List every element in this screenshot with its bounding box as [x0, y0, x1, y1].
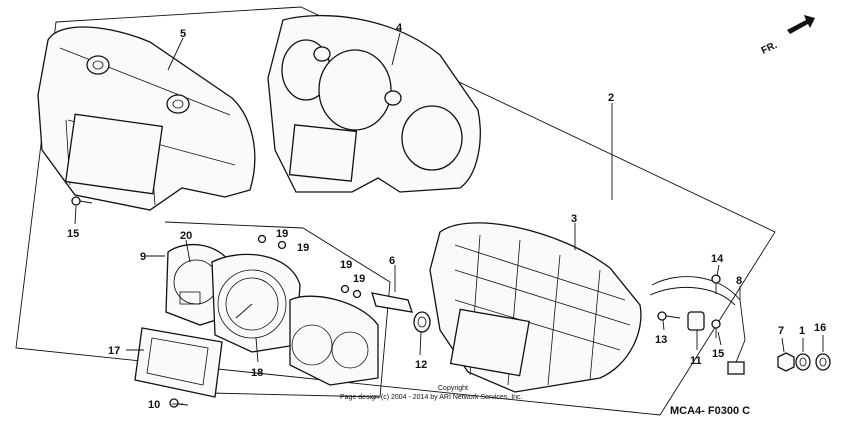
callout-7: 7 — [778, 325, 784, 337]
callout-17: 17 — [108, 345, 120, 357]
callout-2: 2 — [608, 92, 614, 104]
screw-19 — [257, 234, 362, 299]
callout-13: 13 — [655, 334, 667, 346]
part-7-nut — [777, 352, 795, 372]
callout-19-b: 19 — [297, 242, 309, 254]
direction-label: FR. — [760, 40, 779, 57]
callout-18: 18 — [251, 367, 263, 379]
callout-6: 6 — [389, 255, 395, 267]
callout-5: 5 — [180, 28, 186, 40]
screw-14 — [711, 274, 721, 294]
gauge-cluster — [289, 295, 379, 386]
diagram-code: MCA4- F0300 C — [670, 405, 750, 417]
callout-19-c: 19 — [340, 259, 352, 271]
callout-11: 11 — [690, 355, 702, 367]
front-direction-arrow-icon — [787, 15, 815, 34]
callout-15-left: 15 — [67, 228, 79, 240]
callout-16: 16 — [814, 322, 826, 334]
callout-1: 1 — [799, 325, 805, 337]
part-17-display — [134, 327, 223, 398]
callout-19-a: 19 — [276, 228, 288, 240]
callout-19-d: 19 — [353, 273, 365, 285]
callout-8: 8 — [736, 275, 742, 287]
screw-10 — [169, 398, 189, 408]
callout-14: 14 — [711, 253, 724, 265]
callout-10: 10 — [148, 399, 160, 411]
part-16-washer — [815, 353, 831, 371]
part-12-grommet — [413, 311, 431, 333]
part-3-housing — [429, 222, 642, 393]
leader-lines — [74, 32, 824, 405]
screw-13 — [657, 311, 681, 321]
part-18-speedometer — [211, 253, 301, 353]
copyright-line-2: Page design (c) 2004 - 2014 by ARI Netwo… — [340, 394, 523, 401]
callout-12: 12 — [415, 359, 427, 371]
screw-15-right — [711, 319, 721, 338]
screw-15-left — [71, 196, 93, 206]
part-6-bracket — [371, 292, 413, 313]
part-1-washer — [795, 353, 811, 371]
part-5-cover — [37, 26, 256, 211]
callout-20: 20 — [180, 230, 192, 242]
part-8-harness — [649, 276, 746, 375]
part-4-bezel — [267, 14, 481, 193]
copyright-line-1: Copyright — [438, 385, 468, 392]
callout-15-right: 15 — [712, 348, 724, 360]
part-11-connector — [687, 311, 705, 331]
callout-3: 3 — [571, 213, 577, 225]
callout-4: 4 — [396, 22, 403, 34]
callout-9: 9 — [140, 251, 146, 263]
callout-labels: 5 4 2 3 15 20 9 19 19 19 19 6 17 18 12 1… — [67, 22, 826, 411]
